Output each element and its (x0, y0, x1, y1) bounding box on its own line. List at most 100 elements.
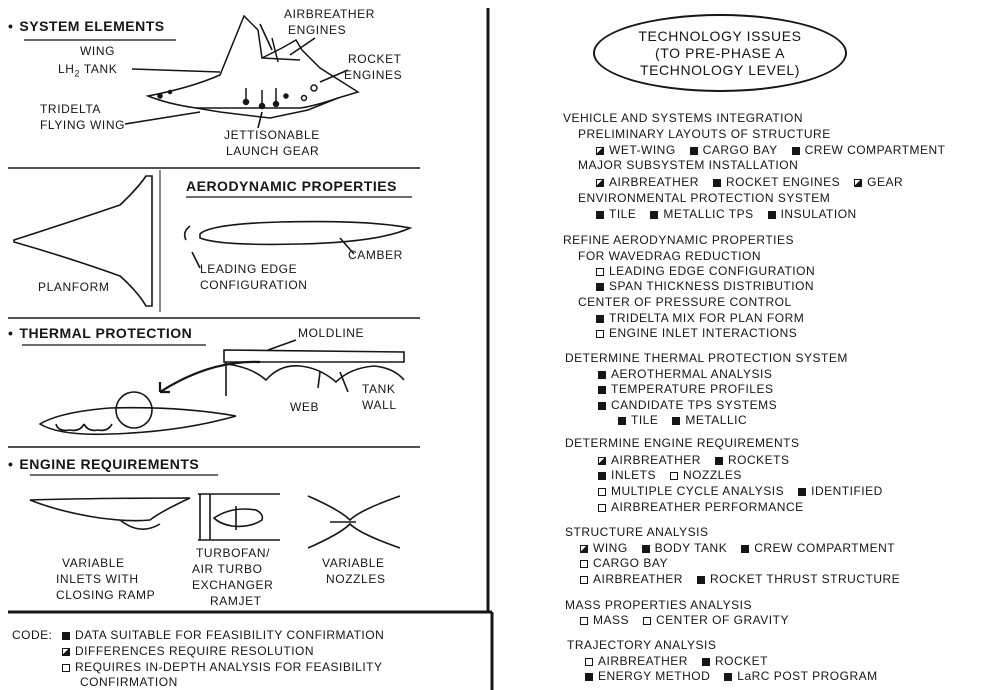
issue-item: CREW COMPARTMENT (791, 143, 946, 157)
issue-item: CENTER OF GRAVITY (643, 613, 789, 627)
issue-item-label: ROCKET ENGINES (725, 175, 841, 189)
issue-heading: DETERMINE ENGINE REQUIREMENTS (565, 436, 800, 450)
issue-item: GEAR (854, 175, 903, 189)
moldline-label: MOLDLINE (298, 326, 365, 340)
issue-item: ENERGY METHOD (585, 669, 710, 683)
turbofan-label-4: RAMJET (210, 594, 262, 608)
legend-code-label: CODE: (12, 628, 53, 642)
issue-item-row: AIRBREATHER PERFORMANCE (598, 500, 818, 514)
empty-box-icon (580, 560, 588, 568)
issue-heading: MAJOR SUBSYSTEM INSTALLATION (578, 158, 799, 172)
empty-box-icon (62, 664, 70, 672)
issue-item-row: AEROTHERMAL ANALYSIS (598, 367, 786, 381)
inlets-label-2: INLETS WITH (56, 572, 139, 586)
aero-heading: AERODYNAMIC PROPERTIES (186, 178, 397, 194)
issue-item-label: NOZZLES (683, 468, 742, 482)
issue-item: METALLIC TPS (650, 207, 753, 221)
issue-item-row: AIRBREATHER ROCKET ENGINES GEAR (596, 175, 917, 189)
half-box-icon (598, 457, 606, 465)
issue-item-row: ENGINE INLET INTERACTIONS (596, 326, 811, 340)
issue-item-label: AEROTHERMAL ANALYSIS (611, 367, 773, 381)
issue-item-label: ROCKET THRUST STRUCTURE (709, 572, 901, 586)
half-box-icon (596, 179, 604, 187)
issue-item-label: WING (593, 541, 628, 555)
issue-item: ROCKET THRUST STRUCTURE (696, 572, 901, 586)
issue-item: CARGO BAY (580, 556, 668, 570)
nozzle-sketch-bottom (307, 522, 401, 549)
issue-item-row: AIRBREATHER ROCKET (585, 654, 782, 668)
title-text: TECHNOLOGY ISSUES (TO PRE-PHASE A TECHNO… (638, 28, 802, 78)
empty-box-icon (598, 504, 606, 512)
tank-wall-arches (223, 363, 405, 384)
issue-item-label: ROCKET (714, 654, 768, 668)
issue-item-label: CARGO BAY (702, 143, 778, 157)
issue-item: WET-WING (596, 143, 676, 157)
issue-item-label: ENERGY METHOD (598, 669, 711, 683)
moldline-panel (223, 349, 405, 363)
issue-item: AIRBREATHER (598, 453, 701, 467)
variable-inlet-sketch (29, 497, 191, 522)
filled-box-icon (596, 283, 604, 291)
turbofan-sketch (212, 508, 264, 528)
turbofan-label-1: TURBOFAN/ (196, 546, 271, 560)
issue-item-label: AIRBREATHER (611, 453, 701, 467)
issue-item-label: TRIDELTA MIX FOR PLAN FORM (609, 311, 805, 325)
issue-item-row: MASS CENTER OF GRAVITY (580, 613, 803, 627)
issue-item-label: MULTIPLE CYCLE ANALYSIS (611, 484, 785, 498)
issue-item-label: TILE (631, 413, 659, 427)
issue-item-label: CENTER OF GRAVITY (656, 613, 789, 627)
issue-item: IDENTIFIED (798, 484, 883, 498)
issue-item-label: IDENTIFIED (811, 484, 883, 498)
airbreather-engines-label-1: AIRBREATHER (284, 7, 376, 21)
issue-item-label: CREW COMPARTMENT (754, 541, 896, 555)
airfoil-shape (199, 220, 413, 246)
issue-item-row: MULTIPLE CYCLE ANALYSIS IDENTIFIED (598, 484, 897, 498)
issue-item: TEMPERATURE PROFILES (598, 382, 773, 396)
issue-item-row: AIRBREATHER ROCKET THRUST STRUCTURE (580, 572, 914, 586)
issue-item-label: AIRBREATHER PERFORMANCE (611, 500, 804, 514)
issue-item-label: LaRC POST PROGRAM (737, 669, 878, 683)
issue-item: AIRBREATHER (580, 572, 683, 586)
issue-item-label: AIRBREATHER (609, 175, 699, 189)
jettisonable-label-1: JETTISONABLE (224, 128, 320, 142)
tank-label: TANK (362, 382, 396, 396)
issue-item: TRIDELTA MIX FOR PLAN FORM (596, 311, 804, 325)
issue-item-row: CANDIDATE TPS SYSTEMS (598, 398, 791, 412)
empty-box-icon (598, 488, 606, 496)
filled-box-icon (712, 179, 721, 187)
issue-heading: ENVIRONMENTAL PROTECTION SYSTEM (578, 191, 831, 205)
filled-box-icon (585, 673, 593, 681)
issue-item: CARGO BAY (689, 143, 778, 157)
filled-box-icon (618, 417, 626, 425)
issue-item-label: BODY TANK (654, 541, 728, 555)
issue-heading: STRUCTURE ANALYSIS (565, 525, 709, 539)
turbofan-label-2: AIR TURBO (192, 562, 263, 576)
issue-item: ROCKETS (714, 453, 790, 467)
issue-item-label: CARGO BAY (593, 556, 668, 570)
filled-box-icon (798, 488, 807, 496)
issue-item: AEROTHERMAL ANALYSIS (598, 367, 772, 381)
planform-shape (13, 175, 153, 307)
issue-item-label: MASS (593, 613, 630, 627)
nozzles-label-2: NOZZLES (326, 572, 386, 586)
tridelta-label-1: TRIDELTA (40, 102, 102, 116)
leading-edge-label-1: LEADING EDGE (200, 262, 298, 276)
issue-item: TILE (596, 207, 636, 221)
filled-box-icon (701, 658, 710, 666)
half-box-icon (854, 179, 863, 187)
issue-heading: VEHICLE AND SYSTEMS INTEGRATION (563, 111, 803, 125)
filled-box-icon (598, 386, 606, 394)
issue-item-label: ROCKETS (727, 453, 790, 467)
issue-item: AIRBREATHER (585, 654, 688, 668)
title-oval (593, 14, 847, 92)
filled-box-icon (598, 472, 606, 480)
issue-heading: FOR WAVEDRAG REDUCTION (578, 249, 762, 263)
filled-box-icon (696, 576, 705, 584)
legend-continuation: CONFIRMATION (80, 675, 178, 689)
tridelta-label-2: FLYING WING (40, 118, 126, 132)
web-label: WEB (290, 400, 320, 414)
tps-airfoil (38, 406, 237, 436)
